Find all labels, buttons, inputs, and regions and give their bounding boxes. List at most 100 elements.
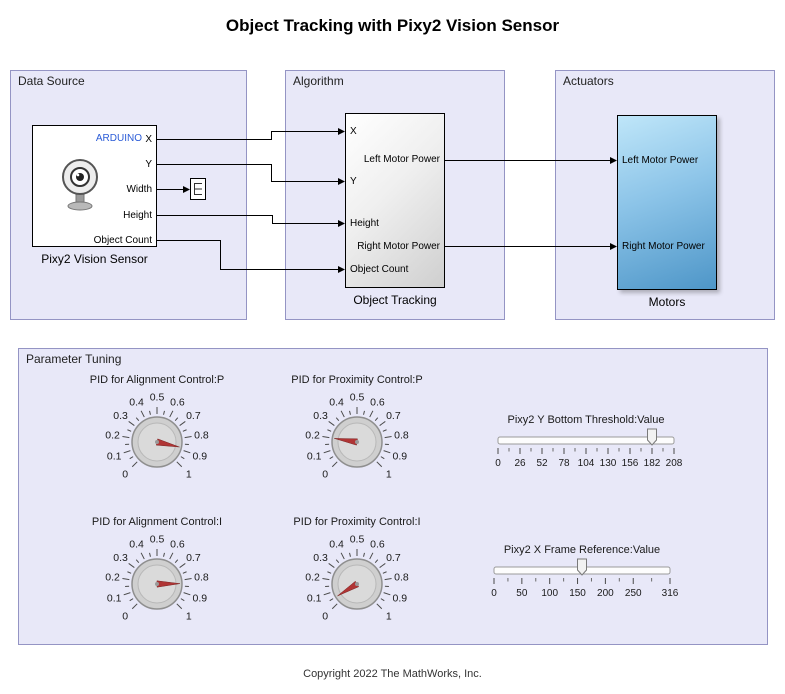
port-label-right-motor-power: Right Motor Power — [622, 241, 705, 252]
svg-text:0: 0 — [122, 610, 128, 622]
svg-text:0.5: 0.5 — [350, 534, 365, 546]
slider-label: Pixy2 Y Bottom Threshold:Value — [507, 414, 665, 426]
svg-text:1: 1 — [186, 468, 192, 480]
svg-text:0.3: 0.3 — [113, 552, 128, 564]
slider-label: Pixy2 X Frame Reference:Value — [503, 544, 661, 556]
svg-text:0.9: 0.9 — [192, 450, 207, 462]
block-name-motors: Motors — [648, 295, 686, 309]
svg-text:0.4: 0.4 — [329, 396, 344, 408]
knob-label: PID for Alignment Control:P — [89, 374, 225, 386]
svg-text:26: 26 — [514, 458, 526, 469]
svg-text:104: 104 — [578, 458, 595, 469]
svg-text:0: 0 — [322, 468, 328, 480]
block-name-pixy2-vision-sensor: Pixy2 Vision Sensor — [41, 252, 148, 266]
svg-text:0.2: 0.2 — [305, 429, 320, 441]
svg-text:0.5: 0.5 — [150, 392, 165, 404]
svg-text:150: 150 — [569, 588, 586, 599]
svg-text:0.8: 0.8 — [394, 571, 409, 583]
svg-text:0.5: 0.5 — [150, 534, 165, 546]
port-label-left-motor-power: Left Motor Power — [363, 154, 440, 165]
arduino-brand-label: ARDUINO — [95, 133, 142, 144]
svg-text:100: 100 — [541, 588, 558, 599]
svg-text:0.3: 0.3 — [113, 410, 128, 422]
svg-text:0.4: 0.4 — [129, 538, 144, 550]
svg-text:0.3: 0.3 — [313, 552, 328, 564]
model-title: Object Tracking with Pixy2 Vision Sensor — [225, 16, 560, 35]
svg-text:78: 78 — [558, 458, 570, 469]
block-name-object-tracking: Object Tracking — [353, 293, 437, 307]
copyright-text: Copyright 2022 The MathWorks, Inc. — [303, 668, 482, 680]
block-motors[interactable]: Left Motor Power Right Motor Power — [617, 115, 717, 290]
knob-label: PID for Alignment Control:I — [91, 516, 223, 528]
svg-text:1: 1 — [386, 610, 392, 622]
svg-text:0.3: 0.3 — [313, 410, 328, 422]
area-parameter-tuning-label: Parameter Tuning — [26, 352, 122, 366]
svg-text:0.7: 0.7 — [386, 552, 401, 564]
area-data-source-label: Data Source — [18, 74, 85, 88]
sink-icon — [194, 183, 202, 195]
port-label-height: Height — [123, 210, 152, 221]
svg-text:250: 250 — [625, 588, 642, 599]
port-label-x: X — [145, 134, 152, 145]
svg-text:208: 208 — [666, 458, 683, 469]
block-pixy2-vision-sensor[interactable]: ARDUINO X Y Width Height Object Count — [32, 125, 157, 247]
port-label-x: X — [350, 126, 357, 137]
knob-label: PID for Proximity Control:P — [291, 374, 423, 386]
port-label-left-motor-power: Left Motor Power — [622, 155, 699, 166]
svg-text:316: 316 — [662, 588, 679, 599]
block-object-tracking[interactable]: X Y Height Object Count Left Motor Power… — [345, 113, 445, 288]
svg-text:0.6: 0.6 — [170, 396, 185, 408]
svg-text:0.6: 0.6 — [370, 396, 385, 408]
port-label-width: Width — [126, 184, 152, 195]
area-algorithm-label: Algorithm — [293, 74, 344, 88]
svg-text:0.1: 0.1 — [307, 592, 322, 604]
port-label-object-count: Object Count — [350, 264, 409, 275]
svg-text:156: 156 — [622, 458, 639, 469]
svg-text:130: 130 — [600, 458, 617, 469]
svg-text:200: 200 — [597, 588, 614, 599]
svg-text:0.6: 0.6 — [170, 538, 185, 550]
port-label-y: Y — [350, 176, 357, 187]
svg-text:0.7: 0.7 — [186, 552, 201, 564]
svg-text:0.7: 0.7 — [386, 410, 401, 422]
knob-label: PID for Proximity Control:I — [293, 516, 421, 528]
area-actuators-label: Actuators — [563, 74, 614, 88]
svg-text:0.8: 0.8 — [394, 429, 409, 441]
svg-text:182: 182 — [644, 458, 661, 469]
svg-text:52: 52 — [536, 458, 548, 469]
svg-text:0.2: 0.2 — [105, 571, 120, 583]
slider-track-area[interactable]: 0 50 100 150 200 250 316 — [482, 557, 682, 607]
slider-pixy2-x-frame-reference[interactable]: Pixy2 X Frame Reference:Value 0 50 100 150 2… — [482, 544, 682, 612]
svg-text:0: 0 — [491, 588, 497, 599]
svg-text:0: 0 — [122, 468, 128, 480]
svg-text:0.9: 0.9 — [392, 450, 407, 462]
slider-track — [497, 436, 675, 445]
port-label-height: Height — [350, 218, 379, 229]
svg-text:0.1: 0.1 — [107, 592, 122, 604]
svg-text:0.6: 0.6 — [370, 538, 385, 550]
svg-text:0.1: 0.1 — [107, 450, 122, 462]
svg-text:0.2: 0.2 — [105, 429, 120, 441]
svg-text:0.4: 0.4 — [129, 396, 144, 408]
svg-text:1: 1 — [186, 610, 192, 622]
svg-text:0.9: 0.9 — [392, 592, 407, 604]
width-sink-block[interactable] — [190, 178, 206, 200]
slider-thumb[interactable] — [647, 428, 657, 446]
svg-text:0.8: 0.8 — [194, 571, 209, 583]
svg-text:0.5: 0.5 — [350, 392, 365, 404]
slider-thumb[interactable] — [577, 558, 587, 576]
svg-text:50: 50 — [516, 588, 528, 599]
port-label-object-count: Object Count — [93, 235, 152, 246]
svg-text:0.4: 0.4 — [329, 538, 344, 550]
